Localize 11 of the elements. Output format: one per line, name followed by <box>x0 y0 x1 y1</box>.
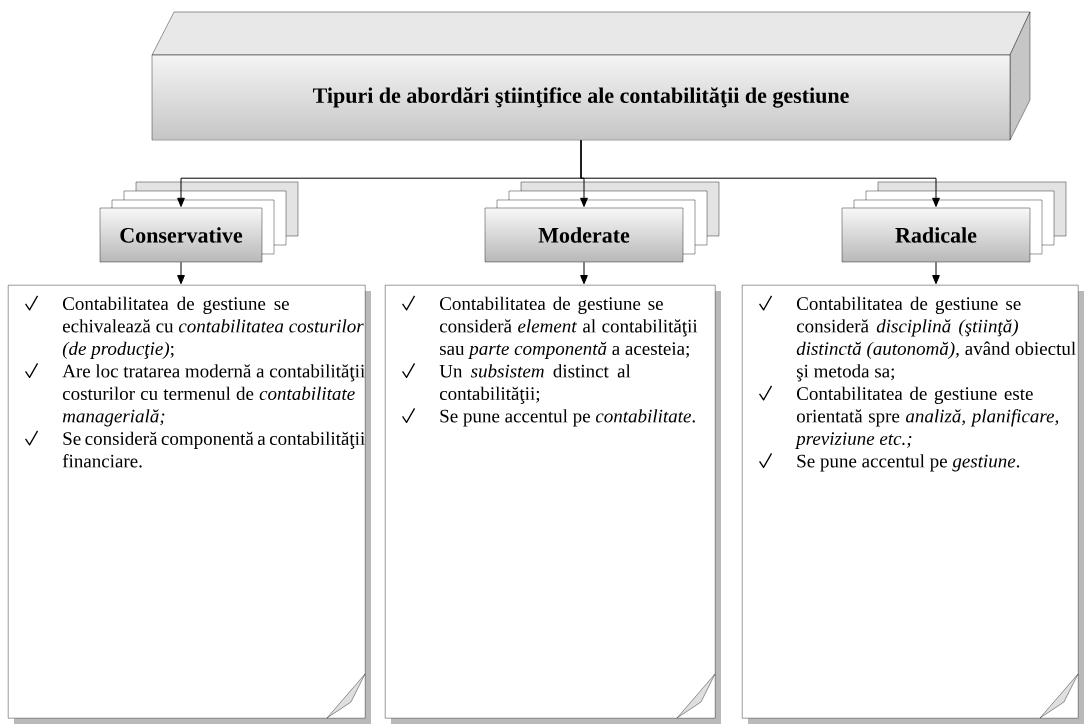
arrow <box>177 261 185 285</box>
arrow <box>580 261 588 285</box>
arrow <box>580 139 940 207</box>
arrow <box>932 261 940 285</box>
stacked-tab: Moderate <box>484 181 720 263</box>
stacked-tab: Radicale <box>841 181 1067 263</box>
text-card: Contabilitatea de gestiune se echivalează cu contabilitatea costurilor (de producţie); Are loc tratarea modernă a contabilităţii costurilor cu termenul de contabilitate managerială; Se consideră componentă a contabilităţii financiare. <box>8 285 371 724</box>
title-banner: Tipuri de abordări ştiinţifice ale contabilităţii de gestiune <box>151 11 1031 141</box>
stacked-tab: Conservative <box>99 181 299 263</box>
text-card: Contabilitatea de gestiune se consideră disciplină (ştiinţă) distinctă (autonomă), având obiectul şi metoda sa; Contabilitatea de gestiune este orientată spre analiză, planificare, previziune etc.; Se pune accentul pe gestiune. <box>742 285 1084 724</box>
text-card: Contabilitatea de gestiune se consideră element al contabilităţii sau parte componentă a acesteia; Un subsistem distinct al contabilităţii; Se pune accentul pe contabilitate. <box>385 285 721 724</box>
